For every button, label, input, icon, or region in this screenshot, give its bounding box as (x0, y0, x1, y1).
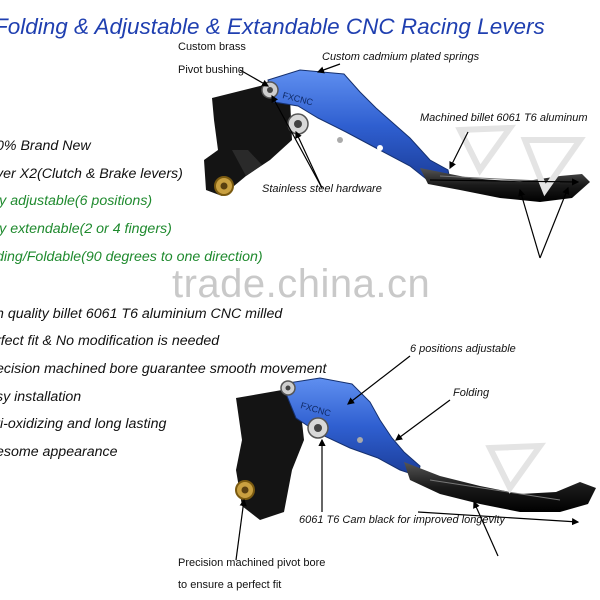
callout-bore-line1: Precision machined pivot bore (178, 557, 326, 569)
feature-item: h quality billet 6061 T6 aluminium CNC m… (0, 306, 283, 322)
top-perch (204, 84, 292, 196)
feature-item: ly extendable(2 or 4 fingers) (0, 221, 172, 237)
feature-item: sy installation (0, 389, 82, 405)
feature-item: ver X2(Clutch & Brake levers) (0, 166, 183, 182)
callout-cam: 6061 T6 Cam black for improved longevity (299, 514, 506, 526)
feature-item: ding/Foldable(90 degrees to one directio… (0, 249, 263, 265)
callout-springs: Custom cadmium plated springs (322, 51, 480, 63)
callout-stainless: Stainless steel hardware (262, 183, 382, 195)
feature-item: rfect fit & No modification is needed (0, 333, 220, 349)
top-black-blade (420, 168, 590, 202)
top-lever: FXCNC (204, 69, 590, 202)
callout-pivot-bushing: Pivot bushing (178, 64, 245, 76)
feature-item: ti-oxidizing and long lasting (0, 416, 167, 432)
callout-folding: Folding (453, 387, 490, 399)
page-title: Folding & Adjustable & Extandable CNC Ra… (0, 14, 545, 39)
bottom-blue-arm (281, 377, 421, 477)
watermark-text: trade.china.cn (172, 262, 431, 306)
top-callout-lines (239, 63, 580, 259)
feature-item: esome appearance (0, 444, 118, 460)
feature-item: 0% Brand New (0, 138, 91, 154)
bottom-callout-lines (235, 355, 580, 561)
callout-bore-line2: to ensure a perfect fit (178, 579, 282, 591)
bottom-black-blade (404, 462, 596, 512)
callout-custom-brass: Custom brass (178, 41, 246, 53)
bottom-lever: FXCNC (235, 377, 596, 520)
callout-billet: Machined billet 6061 T6 aluminum (420, 112, 588, 124)
feature-item: ly adjustable(6 positions) (0, 193, 153, 209)
feature-item: ecision machined bore guarantee smooth m… (0, 361, 327, 377)
callout-positions: 6 positions adjustable (410, 343, 516, 355)
